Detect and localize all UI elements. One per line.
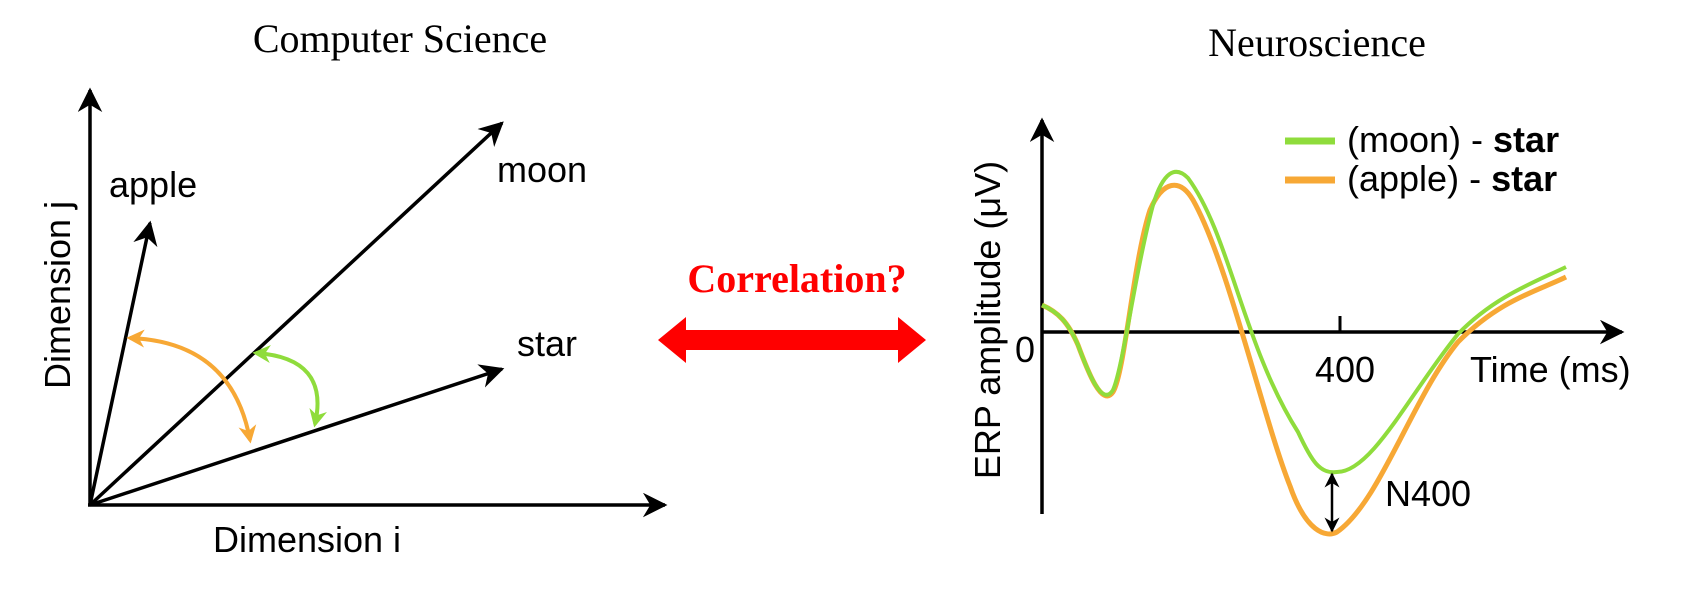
legend: (moon) - star (apple) - star	[1285, 119, 1559, 199]
n400-label: N400	[1385, 473, 1471, 514]
moon-star-erp-curve	[1041, 169, 1567, 475]
right-panel: Neuroscience 0 400 Time (ms) ERP amplitu…	[967, 20, 1631, 537]
legend-item-moon-bold: star	[1493, 119, 1559, 160]
apple-word-label: apple	[109, 164, 197, 205]
erp-amplitude-label: ERP amplitude (μV)	[967, 161, 1008, 479]
left-panel-title: Computer Science	[253, 16, 547, 61]
time-axis-label: Time (ms)	[1470, 349, 1631, 390]
legend-item-apple-star: (apple) - star	[1347, 158, 1557, 199]
zero-tick-label: 0	[1015, 329, 1035, 370]
legend-item-apple-prefix: (apple) -	[1347, 158, 1491, 199]
legend-item-moon-prefix: (moon) -	[1347, 119, 1493, 160]
star-word-label: star	[517, 323, 577, 364]
moon-word-label: moon	[497, 149, 587, 190]
legend-item-moon-star: (moon) - star	[1347, 119, 1559, 160]
correlation-connector: Correlation?	[658, 256, 926, 363]
right-panel-title: Neuroscience	[1208, 20, 1426, 65]
dimension-i-label: Dimension i	[213, 519, 401, 560]
dimension-j-label: Dimension j	[37, 201, 78, 389]
star-vector	[89, 364, 505, 507]
tick-400-label: 400	[1315, 349, 1375, 390]
correlation-label: Correlation?	[687, 256, 906, 301]
apple-vector	[88, 220, 158, 506]
double-headed-arrow	[658, 317, 926, 363]
left-panel: Computer Science Dimension i Dimension j…	[37, 16, 668, 560]
moon-star-angle-arc	[252, 344, 327, 428]
apple-star-angle-arc	[126, 329, 257, 444]
legend-item-apple-bold: star	[1491, 158, 1557, 199]
